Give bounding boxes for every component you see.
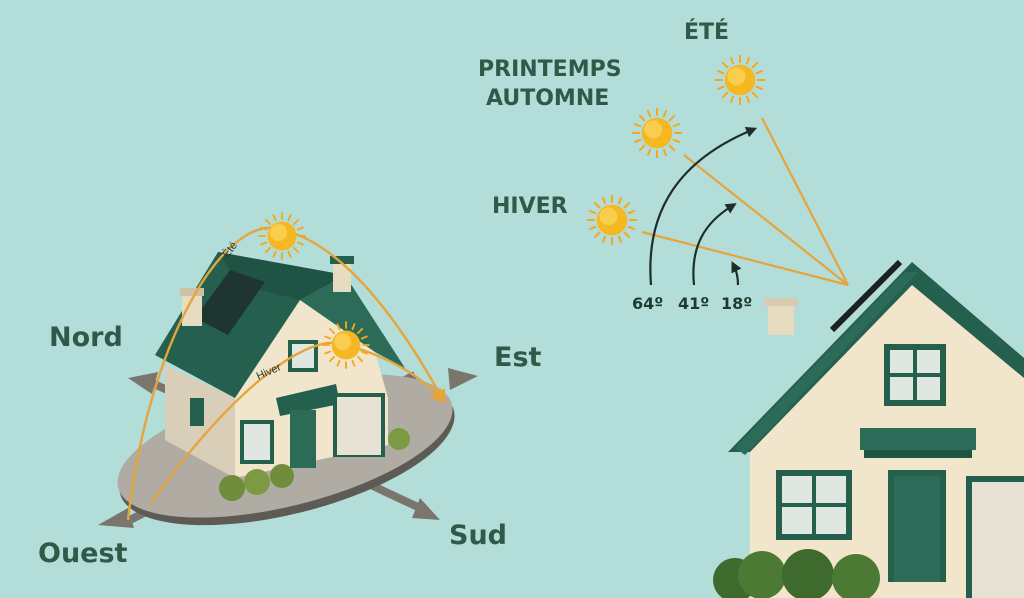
- equinox-angle-label: 41º: [678, 294, 710, 313]
- winter-ray: [641, 230, 849, 287]
- right-house: [713, 259, 1024, 598]
- winter-sun-path: [149, 341, 445, 506]
- west-label: Ouest: [38, 538, 128, 569]
- winter-angle-arrow: [731, 261, 742, 286]
- south-arrow-head: [412, 498, 440, 520]
- winter-sun-icon: [586, 194, 638, 246]
- spring-season-label: PRINTEMPS: [478, 57, 622, 82]
- summer-angle-label: 64º: [632, 294, 664, 313]
- east-label: Est: [494, 342, 542, 373]
- summer-angle-arrow: [649, 127, 758, 286]
- north-label: Nord: [49, 322, 123, 353]
- sun-rays: [641, 117, 849, 287]
- summer-season-label: ÉTÉ: [684, 20, 730, 45]
- east-arrow-head: [448, 368, 478, 390]
- west-arrow-head: [98, 508, 134, 528]
- equinox-angle-arrow: [692, 203, 737, 286]
- equinox-sun-icon: [631, 107, 683, 159]
- autumn-season-label: AUTOMNE: [486, 86, 610, 111]
- left-house: [155, 252, 410, 501]
- summer-sun-icon: [714, 54, 766, 106]
- equinox-ray: [683, 154, 849, 286]
- north-arrow-head: [128, 372, 158, 394]
- south-label: Sud: [449, 520, 507, 551]
- winter-sun-icon: [322, 321, 370, 369]
- winter-angle-label: 18º: [721, 294, 753, 313]
- summer-sun-icon: [258, 212, 306, 260]
- angle-arrows: [649, 127, 758, 286]
- winter-season-label: HIVER: [492, 194, 568, 219]
- summer-ray: [761, 117, 849, 286]
